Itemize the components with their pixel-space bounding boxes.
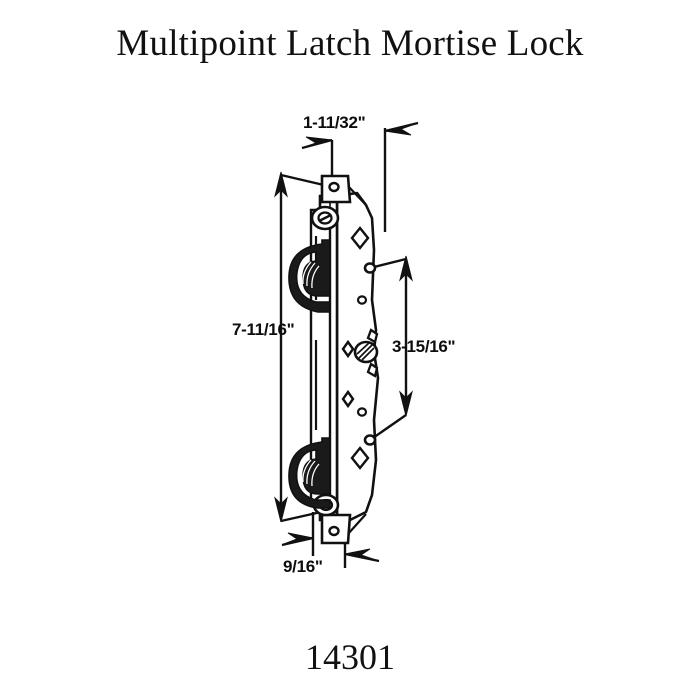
page-title: Multipoint Latch Mortise Lock [116, 23, 584, 64]
mounting-holes [363, 262, 377, 446]
upper-screw [310, 205, 340, 231]
lower-linkage-arm [347, 513, 367, 535]
dimension-label-overall-length: 7-11/16" [232, 320, 295, 339]
dimension-right-3-15-16 [369, 255, 413, 441]
dimension-bottom-9-16 [281, 512, 380, 568]
lower-mounting-tab [320, 513, 352, 545]
upper-mounting-tab [320, 174, 352, 204]
dimension-label-width-faceplate: 1-11/32" [303, 113, 366, 132]
diamond-cutouts [341, 226, 370, 470]
part-number: 14301 [305, 637, 395, 677]
upper-linkage-arm [347, 185, 367, 206]
upper-hook-latch [288, 239, 331, 313]
dimension-label-hole-spacing: 3-15/16" [392, 337, 456, 356]
lower-hook-latch [288, 437, 331, 509]
dimension-label-faceplate-width: 9/16" [283, 557, 323, 576]
lock-body-assembly [288, 174, 380, 545]
dimension-top-1-11-32 [301, 121, 419, 232]
cylinder-cam [353, 328, 379, 378]
pin-holes [356, 295, 368, 417]
